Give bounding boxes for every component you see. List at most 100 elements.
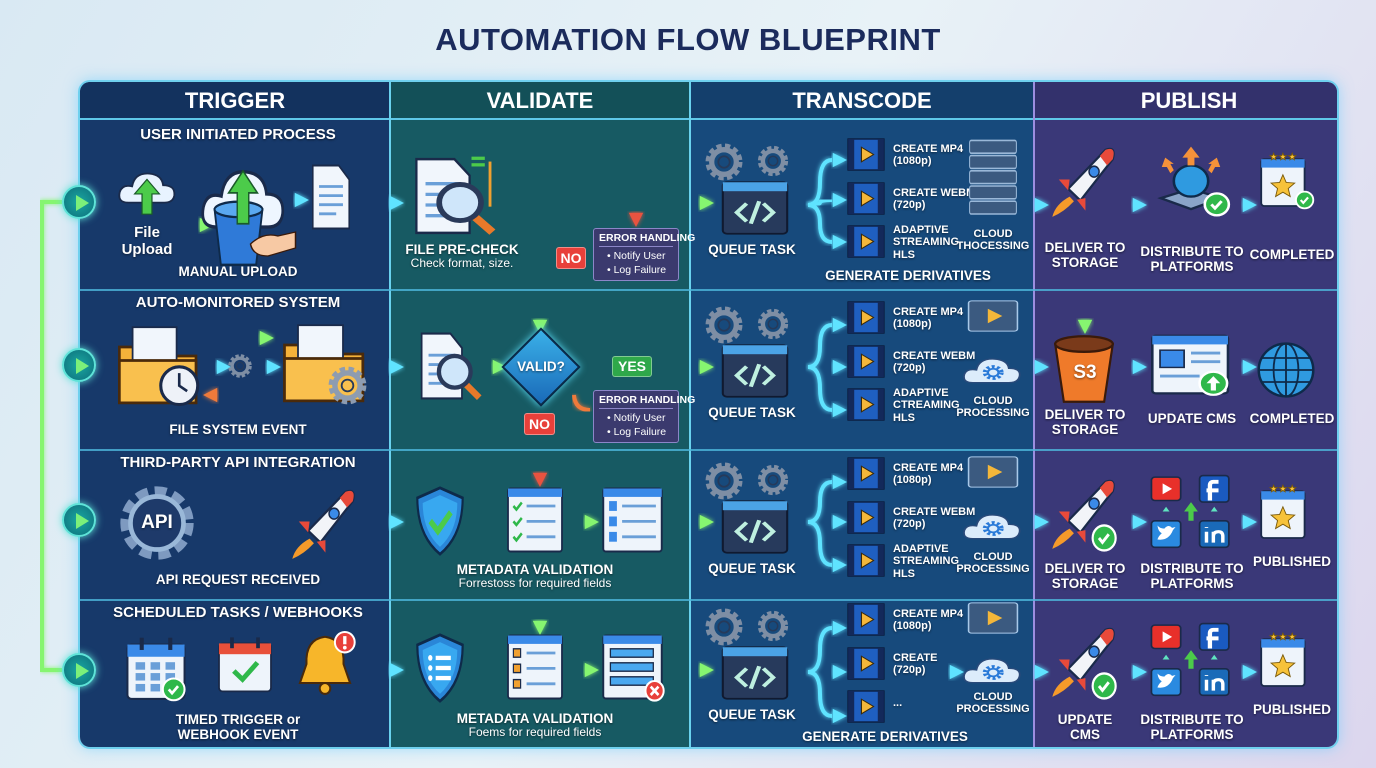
api-gear-icon [120,486,194,560]
error-handling-box: ERROR HANDLING• Notify User• Log Failure [593,228,695,281]
publish-step-label: DELIVER TO STORAGE [1044,561,1126,592]
video-file-icon [847,544,885,577]
publish-step-label: DELIVER TO STORAGE [1044,407,1126,438]
row-start-button[interactable] [62,503,96,537]
row-start-button[interactable] [62,653,96,687]
shield-icon [416,633,464,703]
queue-task-label: QUEUE TASK [708,405,796,420]
social-platforms-icon [1150,474,1230,549]
s3-label: S3 [1073,362,1097,383]
cloud-processing-label: CLOUD PROCESSING [956,691,1030,716]
video-file-icon [847,690,885,723]
row-divider [80,449,1337,451]
gear-small-icon [757,145,789,177]
api-label: API [141,512,173,533]
divider [389,82,391,747]
gear-small-icon [757,308,789,340]
publish-step-label: DISTRIBUTE TO PLATFORMS [1140,244,1244,275]
cloud-gear-icon [963,514,1021,540]
output-label: CREATE MP4 (1080p) [893,462,964,487]
cloud-processing-label: CLOUD PROCESSING [956,551,1030,576]
error-item: • Log Failure [607,426,667,438]
error-item: • Notify User [607,412,666,424]
hand-icon [249,231,297,257]
divider [1033,82,1035,747]
trigger-heading: SCHEDULED TASKS / WEBHOOKS [113,604,363,621]
precheck-title: FILE PRE-CHECK [405,242,519,257]
error-item-label: Notify User [613,412,666,424]
cloud-upload-icon [118,172,176,215]
video-file-icon [847,138,885,171]
gear-small-icon [757,610,789,642]
column-header-transcode: TRANSCODE [690,82,1034,120]
trigger-heading: AUTO-MONITORED SYSTEM [135,294,341,311]
file-precheck-icon [415,156,496,235]
trigger-loop [40,200,62,672]
output-label: ADAPTIVE STREAMING HLS [893,543,959,580]
code-window-icon [721,500,789,554]
trigger-caption: API REQUEST RECEIVED [155,572,321,587]
queue-task-label: QUEUE TASK [708,242,796,257]
column-header-validate: VALIDATE [390,82,690,120]
video-preview-icon [967,602,1019,634]
checklist-window-icon [507,634,563,700]
cloud-gear-icon [963,658,1021,684]
output-label: CREATE MP4 (1080p) [893,143,964,168]
video-file-icon [847,603,885,636]
folder-gear-icon [283,324,367,405]
trigger-heading: THIRD-PARTY API INTEGRATION [120,454,356,471]
publish-step-label: UPDATE CMS [1147,411,1237,426]
output-label: CREATE WEBM (720p) [893,506,976,531]
video-preview-icon [967,300,1019,332]
file-upload-label: File Upload [121,224,173,258]
folder-clock-icon [118,326,200,407]
gear-small-icon [757,464,789,496]
document-icon [312,164,350,230]
form-window-icon [602,487,663,553]
cloud-processing-label: CLOUD PROCESSING [956,395,1030,420]
error-item-label: Log Failure [613,426,667,438]
output-label: CREATE WEBM (720p) [893,187,976,212]
shield-icon [416,486,464,556]
metadata-title: METADATA VALIDATION [456,562,614,577]
social-platforms-icon [1150,622,1230,697]
error-item-label: Log Failure [613,264,667,276]
publish-step-label: UPDATE CMS [1057,712,1113,743]
output-label: CREATE MP4 (1080p) [893,306,964,331]
gear-large-icon [705,608,743,646]
video-file-icon [847,388,885,421]
row-divider [80,289,1337,291]
error-item: • Notify User [607,250,666,262]
metadata-title: METADATA VALIDATION [456,711,614,726]
calendar-icon [218,637,272,693]
error-handling-title: ERROR HANDLING [599,232,695,247]
published-icon [1260,484,1306,539]
error-handling-box: ERROR HANDLING• Notify User• Log Failure [593,390,695,443]
gear-large-icon [705,143,743,181]
video-preview-icon [967,456,1019,488]
row-divider [80,599,1337,601]
output-label: CREATE MP4 (1080p) [893,608,964,633]
rocket-icon [1052,479,1117,552]
file-search-icon [420,332,482,400]
output-label: ... [893,697,903,709]
cloud-processing-label: CLOUD THOCESSING [956,228,1030,253]
generate-derivatives-label: GENERATE DERIVATIVES [802,729,968,744]
row-start-button[interactable] [62,185,96,219]
decision-label: VALID? [517,359,565,374]
checklist-window-icon [507,487,563,553]
video-file-icon [847,647,885,680]
publish-step-label: COMPLETED [1249,411,1335,426]
precheck-subtitle: Check format, size. [410,256,514,270]
row-start-button[interactable] [62,348,96,382]
cloud-gear-icon [963,358,1021,384]
output-label: CREATE WEBM (720p) [893,350,976,375]
server-rack-icon [969,139,1017,215]
calendar-check-icon [126,637,186,702]
publish-step-label: DELIVER TO STORAGE [1044,240,1126,271]
divider [689,82,691,747]
error-item-label: Notify User [613,250,666,262]
no-badge: NO [524,413,555,435]
publish-step-label: PUBLISHED [1252,702,1332,717]
output-label: CREATE (720p) [893,652,938,677]
